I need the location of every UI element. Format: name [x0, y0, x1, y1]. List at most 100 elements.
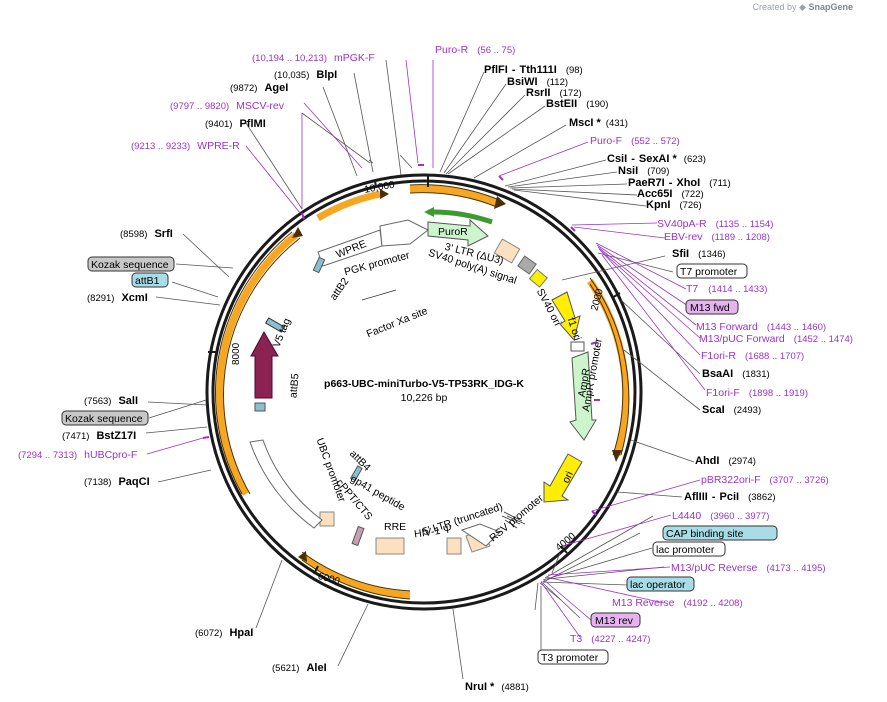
credit-prefix: Created by — [752, 2, 797, 12]
site-msci: MscI *(431) — [569, 117, 628, 129]
box-m13-fwd — [685, 299, 739, 315]
inner-features — [249, 218, 597, 555]
puror-arc-arrowhead — [424, 207, 434, 217]
primer-ebv-rev: EBV-rev(1189 .. 1208) — [664, 231, 770, 243]
site-kpni: KpnI(726) — [646, 199, 702, 211]
orf-arrowhead-1 — [494, 196, 506, 209]
feature-hiv: HIV-1 Ψ — [413, 523, 452, 540]
primer-puro-f: Puro-F(552 .. 572) — [590, 135, 680, 147]
factor-xa-line — [361, 289, 397, 301]
box-t3-promoter — [537, 649, 609, 665]
site-afliii: AflIII-PciI(3862) — [684, 491, 776, 503]
sv40pa-box — [517, 255, 537, 275]
miniturbo-arrow — [250, 330, 279, 399]
ltr3-box — [493, 238, 521, 264]
ubc-arrow — [249, 439, 323, 529]
site-paqci: (7138)PaqCI — [84, 476, 150, 488]
feature-rsv: RSV promoter — [487, 492, 546, 544]
primer-marker-pbr322 — [591, 510, 597, 516]
lac-cluster — [501, 511, 526, 529]
orf-arrowhead-5 — [380, 189, 389, 199]
box-cap-site-label: CAP binding site — [666, 528, 744, 540]
site-bstz17i: (7471)BstZ17I — [62, 430, 136, 442]
orf-arc-left — [216, 232, 299, 496]
site-srfi: (8598)SrfI — [120, 228, 173, 240]
site-paer7i: PaeR7I-XhoI(711) — [628, 177, 731, 189]
box-m13-fwd-label: M13 fwd — [690, 302, 730, 314]
snapgene-logo-icon: ◆ — [799, 2, 806, 12]
primer-l4440: L4440(3960 .. 3977) — [672, 510, 769, 522]
site-nrui: NruI *(4881) — [465, 681, 529, 693]
puror-arc — [427, 209, 493, 225]
feature-ori: ori — [560, 470, 576, 486]
box-lac-operator-label: lac operator — [630, 579, 686, 591]
site-pflmi: (9401)PflMI — [205, 118, 266, 130]
primer-mpgk-f: (10,194 .. 10,213)mPGK-F — [252, 52, 375, 64]
orf-arc-puror — [409, 185, 499, 207]
orf-arc-lower — [299, 553, 411, 599]
credit-brand: SnapGene — [808, 2, 853, 12]
site-nsii: NsiI(709) — [618, 165, 669, 177]
site-scai: ScaI(2493) — [702, 404, 761, 416]
primer-m13-reverse: M13 Reverse(4192 .. 4208) — [612, 597, 743, 609]
orf-arrowhead-3 — [298, 551, 307, 562]
plasmid-name: p663-UBC-miniTurbo-V5-TP53RK_IDG-K — [324, 378, 524, 390]
primer-leader-lines — [146, 59, 706, 638]
feature-rre: RRE — [384, 521, 406, 533]
site-sfii: SfiI(1346) — [672, 248, 726, 260]
orf-arcs — [216, 185, 630, 599]
box-kozak-1-label: Kozak sequence — [91, 259, 169, 271]
tick-6000 — [313, 565, 319, 575]
primer-m13-puc-reverse: M13/pUC Reverse(4173 .. 4195) — [671, 562, 826, 574]
box-lac-promoter-label: lac promoter — [656, 544, 715, 556]
box-kozak-1 — [87, 256, 175, 272]
puror-arrow — [427, 218, 489, 247]
box-m13-rev-label: M13 rev — [595, 615, 634, 627]
site-hpai: (6072)HpaI — [195, 627, 253, 639]
box-attb1-label: attB1 — [135, 275, 160, 287]
feature-miniturbo: miniTurbo — [288, 325, 299, 373]
attb4-box — [350, 465, 363, 482]
plasmid-length: 10,226 bp — [401, 392, 448, 404]
ampr-arrow — [569, 351, 597, 441]
orf-arc-ampr — [587, 279, 630, 457]
tick-4000 — [560, 545, 568, 554]
site-agei: (9872)AgeI — [230, 82, 288, 94]
ori-arrow — [543, 453, 583, 503]
sv40ori-box — [528, 268, 548, 288]
pgk-arrow — [379, 219, 429, 247]
feature-attb5: attB5 — [287, 373, 301, 399]
site-rsrii: RsrII(172) — [526, 87, 582, 99]
site-xcmi: (8291)XcmI — [87, 292, 148, 304]
ampr-promoter-box — [570, 341, 585, 352]
orf-arrowheads — [292, 189, 622, 562]
box-t7-promoter — [676, 263, 748, 279]
orf-arc-outlines — [215, 184, 630, 600]
primer-marker-wpre — [301, 212, 305, 220]
box-lac-operator — [626, 576, 695, 592]
box-lac-promoter — [652, 541, 726, 557]
orf-arc-top-left — [316, 190, 381, 222]
primer-t7: T7(1414 .. 1433) — [686, 283, 767, 295]
hiv-psi-box — [446, 537, 462, 555]
primer-marker-puro-f — [498, 175, 504, 181]
feature-attb2: attB2 — [328, 276, 352, 303]
ticks — [208, 175, 621, 575]
label-boxes: T7 promoter M13 fwd Kozak sequence attB1… — [61, 256, 778, 665]
primer-t3: T3(4227 .. 4247) — [570, 633, 650, 645]
site-acc65i: Acc65I(722) — [637, 188, 704, 200]
primer-f1ori-r: F1ori-R(1688 .. 1707) — [701, 350, 804, 362]
primer-marker-hubc — [202, 436, 210, 439]
primer-sv40pa-r: SV40pA-R(1135 .. 1154) — [657, 218, 773, 230]
snapgene-credit: Created by ◆ SnapGene — [753, 2, 854, 13]
site-sali: (7563)SalI — [84, 395, 138, 407]
primer-mscv-rev: (9797 .. 9820)MSCV-rev — [170, 100, 285, 112]
f1ori-arrow — [551, 291, 581, 342]
tick-2000 — [611, 292, 621, 299]
plasmid-backbone — [205, 173, 643, 611]
tick-label-8000: 8000 — [231, 342, 242, 365]
box-m13-rev — [590, 612, 641, 628]
site-blpi: (10,035)BlpI — [274, 69, 337, 81]
primer-labels: (10,194 .. 10,213)mPGK-F Puro-R(56 .. 75… — [18, 44, 853, 645]
site-ahdi: AhdI(2974) — [695, 455, 756, 467]
